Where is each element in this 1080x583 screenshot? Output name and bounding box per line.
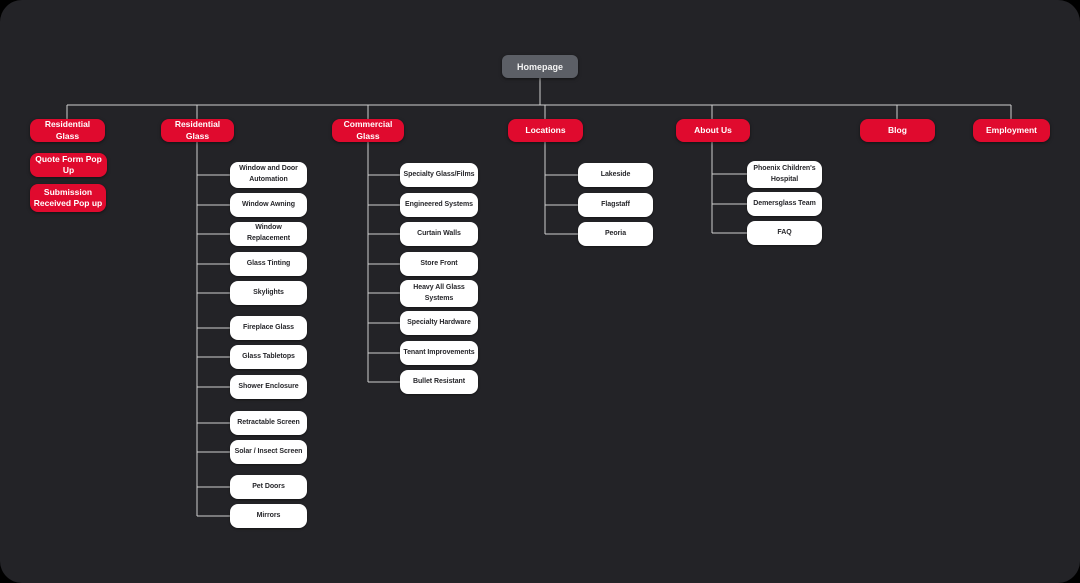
node-homepage[interactable]: Homepage — [502, 55, 578, 78]
node-employment[interactable]: Employment — [973, 119, 1050, 142]
node-mirrors[interactable]: Mirrors — [230, 504, 307, 528]
node-quote-form-pop-up[interactable]: Quote Form Pop Up — [30, 153, 107, 177]
node-window-and-door-automation[interactable]: Window and Door Automation — [230, 162, 307, 188]
node-phoenix-childrens-hospital[interactable]: Phoenix Children's Hospital — [747, 161, 822, 188]
node-blog[interactable]: Blog — [860, 119, 935, 142]
node-specialty-hardware[interactable]: Specialty Hardware — [400, 311, 478, 335]
node-tenant-improvements[interactable]: Tenant Improvements — [400, 341, 478, 365]
node-glass-tabletops[interactable]: Glass Tabletops — [230, 345, 307, 369]
node-peoria[interactable]: Peoria — [578, 222, 653, 246]
node-fireplace-glass[interactable]: Fireplace Glass — [230, 316, 307, 340]
node-specialty-glass-films[interactable]: Specialty Glass/Films — [400, 163, 478, 187]
node-window-replacement[interactable]: Window Replacement — [230, 222, 307, 246]
node-bullet-resistant[interactable]: Bullet Resistant — [400, 370, 478, 394]
node-about-us[interactable]: About Us — [676, 119, 750, 142]
node-demersglass-team[interactable]: Demersglass Team — [747, 192, 822, 216]
node-commercial-glass[interactable]: Commercial Glass — [332, 119, 404, 142]
node-heavy-all-glass-systems[interactable]: Heavy All Glass Systems — [400, 280, 478, 307]
node-glass-tinting[interactable]: Glass Tinting — [230, 252, 307, 276]
node-residential-glass[interactable]: Residential Glass — [161, 119, 234, 142]
node-curtain-walls[interactable]: Curtain Walls — [400, 222, 478, 246]
node-engineered-systems[interactable]: Engineered Systems — [400, 193, 478, 217]
node-lakeside[interactable]: Lakeside — [578, 163, 653, 187]
node-flagstaff[interactable]: Flagstaff — [578, 193, 653, 217]
node-faq[interactable]: FAQ — [747, 221, 822, 245]
node-submission-received-pop-up[interactable]: Submission Received Pop up — [30, 184, 106, 212]
node-locations[interactable]: Locations — [508, 119, 583, 142]
node-window-awning[interactable]: Window Awning — [230, 193, 307, 217]
node-skylights[interactable]: Skylights — [230, 281, 307, 305]
node-store-front[interactable]: Store Front — [400, 252, 478, 276]
node-solar-insect-screen[interactable]: Solar / Insect Screen — [230, 440, 307, 464]
node-retractable-screen[interactable]: Retractable Screen — [230, 411, 307, 435]
node-residential-glass-popups[interactable]: Residential Glass — [30, 119, 105, 142]
node-shower-enclosure[interactable]: Shower Enclosure — [230, 375, 307, 399]
node-pet-doors[interactable]: Pet Doors — [230, 475, 307, 499]
